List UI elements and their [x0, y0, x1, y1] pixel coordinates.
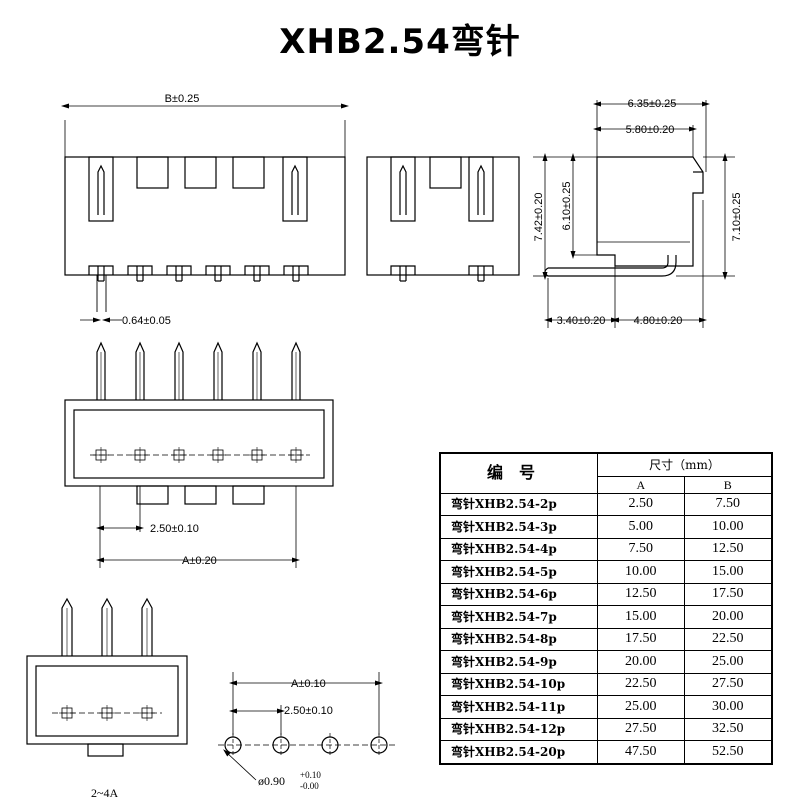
pin [288, 341, 304, 463]
dim-span-pcb: A±0.10 [291, 678, 326, 690]
value-b-cell: 25.00 [683, 650, 773, 674]
dim-pin-width: 0.64±0.05 [122, 315, 171, 327]
value-a-cell: 17.50 [597, 627, 685, 651]
value-b-cell: 7.50 [683, 492, 773, 516]
pin [171, 341, 187, 463]
part-cell: 弯针XHB2.54-5p [439, 560, 598, 584]
value-b-cell: 20.00 [683, 605, 773, 629]
dim-bottom-right: 4.80±0.20 [634, 315, 683, 327]
pin [139, 597, 155, 721]
dim-hole-tol-plus: +0.10 [300, 770, 321, 780]
dim-side-inner: 5.80±0.20 [626, 124, 675, 136]
dim-pitch-top: 2.50±0.10 [150, 523, 199, 535]
value-a-cell: 2.50 [597, 492, 685, 516]
dim-side-overall: 6.35±0.25 [628, 98, 677, 110]
pcb-hole [321, 733, 339, 757]
value-a-cell: 10.00 [597, 560, 685, 584]
value-a-cell: 25.00 [597, 695, 685, 719]
pin-pad [127, 265, 153, 282]
dim-pitch-pcb: 2.50±0.10 [284, 705, 333, 717]
pcb-hole [370, 733, 388, 757]
header-size: 尺寸（mm） [597, 452, 773, 477]
dim-bottom-left: 3.40±0.20 [557, 315, 606, 327]
dim-height-1: 7.42±0.20 [533, 193, 545, 242]
pin [132, 341, 148, 463]
dim-hole-diameter: ø0.90 [258, 774, 285, 788]
pcb-hole [272, 733, 290, 757]
value-a-cell: 15.00 [597, 605, 685, 629]
side-view [533, 100, 735, 328]
value-b-cell: 22.50 [683, 627, 773, 651]
dim-span-top: A±0.20 [182, 555, 217, 567]
top-view [64, 341, 334, 568]
small-size-note: 2~4A [91, 786, 118, 800]
pin-pad [166, 265, 192, 282]
part-cell: 弯针XHB2.54-11p [439, 695, 598, 719]
value-b-cell: 17.50 [683, 582, 773, 606]
value-a-cell: 20.00 [597, 650, 685, 674]
pin-pad [244, 265, 270, 282]
pin [93, 341, 109, 463]
narrow-front-view [366, 156, 520, 282]
dim-front-width: B±0.25 [165, 93, 200, 105]
part-cell: 弯针XHB2.54-20p [439, 740, 598, 764]
value-a-cell: 47.50 [597, 740, 685, 764]
pin-pad [88, 265, 114, 282]
value-a-cell: 7.50 [597, 537, 685, 561]
pin-pad [283, 265, 309, 282]
value-b-cell: 52.50 [683, 740, 773, 764]
pcb-hole [224, 733, 242, 757]
part-cell: 弯针XHB2.54-2p [439, 492, 598, 516]
dim-height-2: 6.10±0.25 [561, 182, 573, 231]
pin [210, 341, 226, 463]
pin [249, 341, 265, 463]
pin-pad [205, 265, 231, 282]
part-cell: 弯针XHB2.54-8p [439, 627, 598, 651]
front-view [61, 103, 349, 323]
small-top-view [26, 597, 188, 757]
value-b-cell: 15.00 [683, 560, 773, 584]
pcb-layout [218, 672, 395, 781]
value-b-cell: 30.00 [683, 695, 773, 719]
part-cell: 弯针XHB2.54-7p [439, 605, 598, 629]
part-cell: 弯针XHB2.54-10p [439, 672, 598, 696]
part-cell: 弯针XHB2.54-3p [439, 515, 598, 539]
value-b-cell: 12.50 [683, 537, 773, 561]
value-a-cell: 12.50 [597, 582, 685, 606]
pin [59, 597, 75, 721]
part-cell: 弯针XHB2.54-6p [439, 582, 598, 606]
dim-hole-tol-minus: -0.00 [300, 781, 319, 791]
value-a-cell: 27.50 [597, 717, 685, 741]
value-b-cell: 32.50 [683, 717, 773, 741]
pin [99, 597, 115, 721]
value-b-cell: 10.00 [683, 515, 773, 539]
header-col-a: A [597, 475, 685, 494]
drawing-title: XHB2.54弯针 [279, 22, 521, 62]
part-cell: 弯针XHB2.54-12p [439, 717, 598, 741]
header-part-number: 编号 [439, 452, 598, 494]
header-col-b: B [683, 475, 773, 494]
value-b-cell: 27.50 [683, 672, 773, 696]
part-cell: 弯针XHB2.54-9p [439, 650, 598, 674]
value-a-cell: 5.00 [597, 515, 685, 539]
part-cell: 弯针XHB2.54-4p [439, 537, 598, 561]
dim-height-3: 7.10±0.25 [731, 193, 743, 242]
value-a-cell: 22.50 [597, 672, 685, 696]
